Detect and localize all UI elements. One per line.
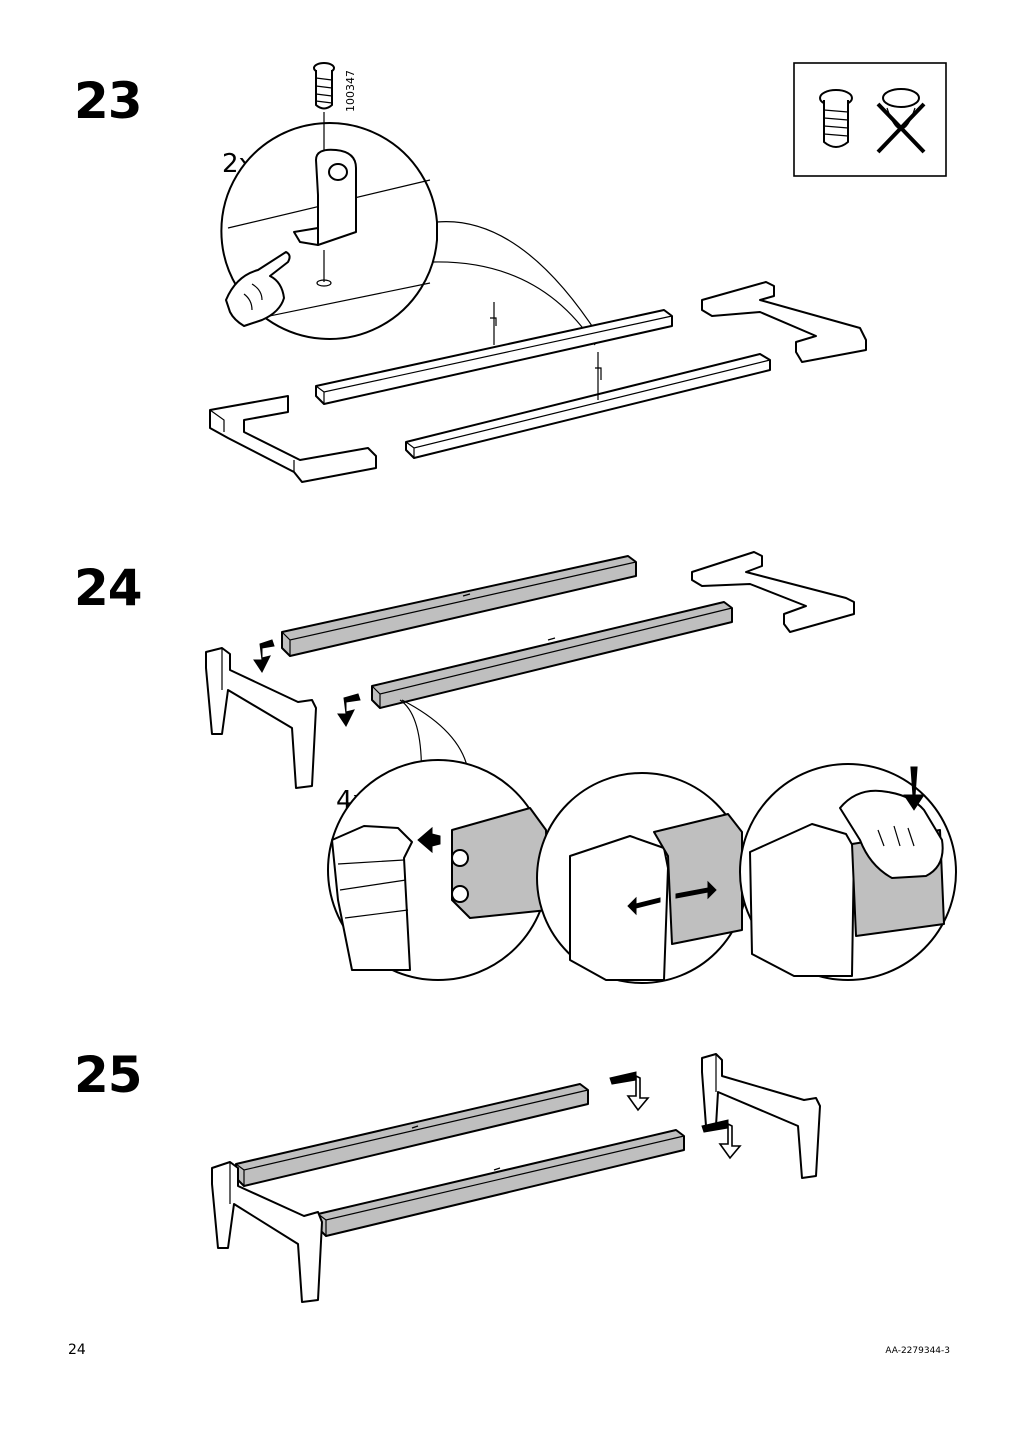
end-frame-right-24 [691,551,855,633]
step-24-number: 24 [74,559,143,617]
end-frame-left-25 [211,1161,323,1303]
screw-100347-icon [313,62,335,160]
long-rail-2 [405,352,771,459]
detail-circle-2 [536,772,748,984]
step-24-illustration [205,551,957,984]
end-frame-right [701,281,867,363]
down-arrow-right-icon [337,693,361,727]
step-23-number: 23 [74,72,143,130]
long-rail-front-grey [371,601,733,709]
page-number: 24 [68,1342,86,1358]
screw-orientation-box [793,62,947,177]
step-25-number: 25 [74,1046,143,1104]
step-23-illustration [209,62,867,483]
long-rail-1 [315,302,673,405]
end-frame-right-25 [701,1053,821,1179]
detail-circle-1 [327,759,549,981]
document-code: AA-2279344-3 [885,1346,950,1356]
end-frame-left [209,395,377,483]
incorrect-screw-icon [876,88,926,154]
hand-press-down-icon [839,789,944,879]
bracket-102553-icon [293,148,357,287]
step-25-illustration [211,1053,821,1303]
detail-circle-3 [739,763,957,981]
hand-press-icon [225,251,291,327]
down-arrow-outline-2-icon [701,1119,742,1160]
correct-screw-icon [819,89,853,148]
end-frame-left-standing [205,647,317,789]
down-arrow-outline-1-icon [609,1071,650,1112]
long-rail-rear-grey [281,555,637,657]
down-arrow-left-icon [253,639,275,673]
